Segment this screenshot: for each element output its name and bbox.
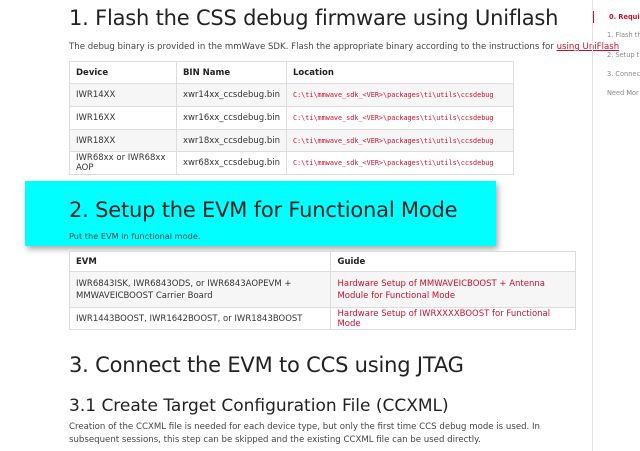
table-row: IWR18XX xwr18xx_ccsdebug.bin C:\ti\mmwav… — [69, 129, 515, 152]
section3-heading: 3. Connect the EVM to CCS using JTAG — [69, 353, 464, 377]
toc-item-connect[interactable]: 3. Connec — [607, 70, 640, 78]
section1-intro: The debug binary is provided in the mmWa… — [69, 41, 619, 54]
section1-heading: 1. Flash the CSS debug firmware using Un… — [69, 6, 559, 30]
column-header-bin-name: BIN Name — [175, 61, 287, 84]
section2-heading: 2. Setup the EVM for Functional Mode — [69, 198, 458, 222]
main-content: 1. Flash the CSS debug firmware using Un… — [25, 6, 619, 445]
bin-name-cell: xwr18xx_ccsdebug.bin — [175, 129, 287, 152]
table-header-row: Device BIN Name Location — [69, 61, 515, 84]
guide-link[interactable]: Hardware Setup of MMWAVEICBOOST + Antenn… — [337, 278, 545, 301]
section2-intro: Put the EVM in functional mode. — [69, 231, 201, 241]
device-cell: IWR14XX — [69, 83, 177, 107]
firmware-table: Device BIN Name Location IWR14XX xwr14xx… — [69, 61, 515, 175]
column-header-guide: Guide — [330, 251, 576, 272]
guide-link[interactable]: Hardware Setup of IWRXXXXBOOST for Funct… — [337, 308, 551, 329]
device-cell: IWR18XX — [69, 129, 177, 152]
location-cell: C:\ti\mmwave_sdk_<VER>\packages\ti\utils… — [285, 129, 515, 152]
table-row: IWR68xx or IWR68xx AOP xwr68xx_ccsdebug.… — [69, 151, 515, 175]
bin-name-cell: xwr14xx_ccsdebug.bin — [175, 83, 287, 107]
section3-paragraph: Creation of the CCXML file is needed for… — [69, 422, 541, 445]
uniflash-link[interactable]: using UniFlash — [556, 42, 620, 52]
toc-active-indicator — [593, 11, 594, 23]
location-cell: C:\ti\mmwave_sdk_<VER>\packages\ti\utils… — [285, 83, 515, 107]
table-row: IWR6843ISK, IWR6843ODS, or IWR6843AOPEVM… — [68, 271, 576, 308]
table-row: IWR16XX xwr16xx_ccsdebug.bin C:\ti\mmwav… — [69, 106, 515, 130]
table-row: IWR1443BOOST, IWR1642BOOST, or IWR1843BO… — [68, 307, 576, 330]
toc-item-setup[interactable]: 2. Setup t — [607, 51, 640, 59]
device-cell: IWR16XX — [69, 106, 177, 130]
bin-name-cell: xwr16xx_ccsdebug.bin — [175, 106, 287, 130]
highlight-box — [25, 181, 496, 246]
evm-cell: IWR1443BOOST, IWR1642BOOST, or IWR1843BO… — [68, 307, 332, 330]
table-header-row: EVM Guide — [68, 251, 576, 272]
location-cell: C:\ti\mmwave_sdk_<VER>\packages\ti\utils… — [285, 106, 515, 130]
column-header-location: Location — [285, 61, 515, 84]
section1-intro-text: The debug binary is provided in the mmWa… — [69, 42, 557, 52]
bin-name-cell: xwr68xx_ccsdebug.bin — [175, 151, 287, 175]
table-row: IWR14XX xwr14xx_ccsdebug.bin C:\ti\mmwav… — [69, 83, 515, 107]
evm-cell: IWR6843ISK, IWR6843ODS, or IWR6843AOPEVM… — [68, 271, 332, 308]
column-header-evm: EVM — [68, 251, 332, 272]
device-cell: IWR68xx or IWR68xx AOP — [69, 151, 177, 175]
column-header-device: Device — [69, 61, 177, 84]
section3-subheading: 3.1 Create Target Configuration File (CC… — [69, 396, 449, 416]
location-cell: C:\ti\mmwave_sdk_<VER>\packages\ti\utils… — [285, 151, 515, 175]
table-of-contents: 0. Require 1. Flash th 2. Setup t 3. Con… — [592, 0, 640, 451]
toc-item-flash[interactable]: 1. Flash th — [607, 31, 640, 39]
toc-item-requirements[interactable]: 0. Require — [609, 13, 640, 21]
toc-item-need-more[interactable]: Need Mor — [607, 89, 639, 97]
evm-table: EVM Guide IWR6843ISK, IWR6843ODS, or IWR… — [68, 251, 576, 330]
